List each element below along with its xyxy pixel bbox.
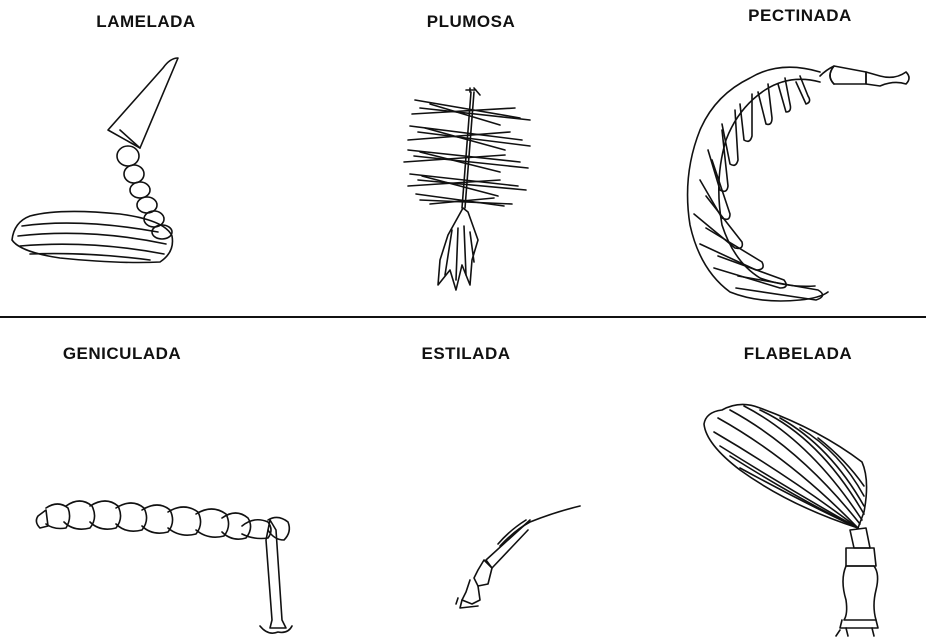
flabellate-antenna-icon bbox=[704, 404, 878, 636]
pectinate-antenna-icon bbox=[688, 66, 909, 301]
geniculate-antenna-icon bbox=[36, 501, 292, 633]
aristate-antenna-icon bbox=[456, 506, 580, 608]
lamellate-antenna-icon bbox=[12, 58, 178, 263]
plumose-antenna-icon bbox=[404, 88, 530, 290]
